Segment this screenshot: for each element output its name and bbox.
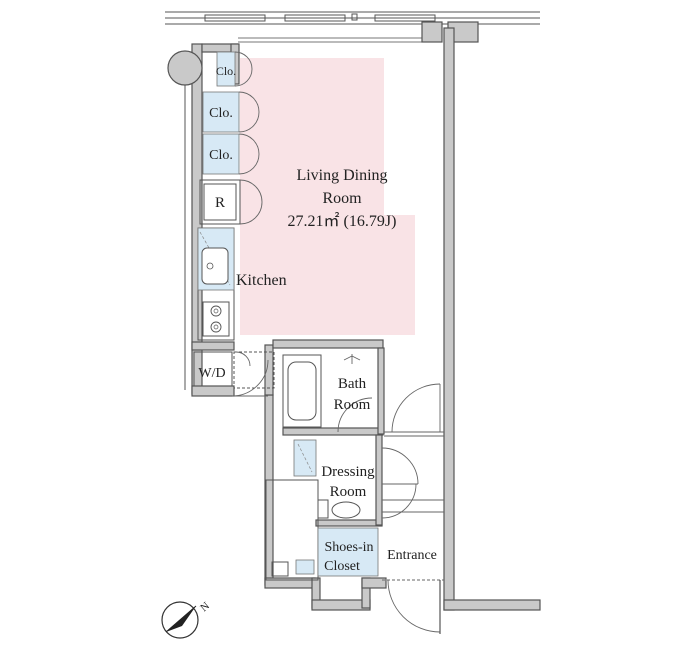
front-door — [387, 579, 441, 634]
shoes-closet — [271, 527, 379, 577]
compass-icon — [161, 601, 199, 639]
compass-north-label: N — [198, 600, 212, 614]
entrance-area — [382, 499, 444, 581]
ldk-area-label: 27.21㎡ (16.79J) — [288, 212, 397, 230]
toilet-icon — [317, 499, 361, 519]
ldk-label-line2: Room — [322, 190, 362, 207]
balcony-edge — [165, 11, 540, 25]
sink-icon — [201, 247, 229, 285]
closet-label-3: Clo. — [209, 148, 233, 163]
dressing-label-line2: Room — [330, 484, 367, 500]
bath-label-line2: Room — [334, 397, 371, 413]
closet-label-2: Clo. — [209, 106, 233, 121]
window — [238, 37, 425, 43]
structural-column — [167, 50, 203, 86]
shoes-label-line2: Closet — [324, 559, 360, 574]
entrance-label: Entrance — [387, 548, 437, 563]
dressing-label-line1: Dressing — [321, 464, 375, 480]
fridge-label: R — [215, 195, 225, 211]
kitchen-label: Kitchen — [236, 272, 287, 289]
ldk-entrance-door — [384, 383, 444, 437]
bath-label-line1: Bath — [338, 376, 367, 392]
ldk-floor-zone — [240, 58, 415, 335]
bath-door — [337, 397, 373, 433]
closet-1 — [216, 51, 253, 87]
wd-label: W/D — [198, 366, 225, 381]
closet-2 — [202, 91, 260, 133]
ldk-label-line1: Living Dining — [296, 167, 387, 184]
exterior-walls — [191, 21, 541, 611]
stove-icon — [202, 301, 230, 337]
washer-dryer-space — [193, 351, 275, 397]
dressing-door — [381, 447, 419, 519]
shoes-label-line1: Shoes-in — [325, 540, 374, 555]
refrigerator — [199, 179, 263, 225]
closet-3 — [202, 133, 260, 175]
washbasin — [293, 439, 317, 477]
bathtub — [282, 354, 361, 428]
closet-label-1: Clo. — [216, 64, 236, 78]
